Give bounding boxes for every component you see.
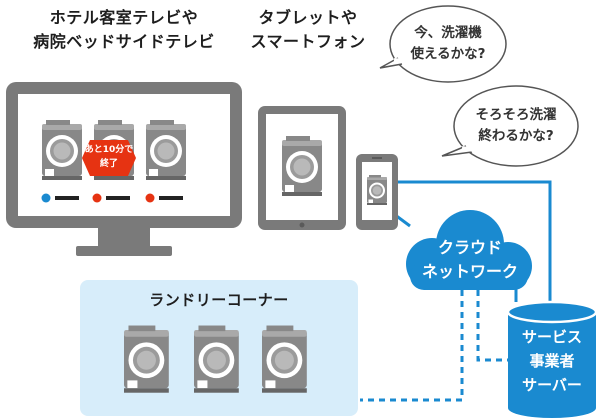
laundry-corner-label: ランドリーコーナー (149, 291, 289, 309)
laundry-washer-2 (194, 325, 239, 393)
cloud-to-laundry-dashed-line (360, 290, 464, 402)
cloud-to-server-dashed-line (476, 290, 516, 362)
dashed-lines (360, 290, 516, 402)
hotel-tv-label-line2: 病院ベッドサイドテレビ (33, 32, 215, 51)
remaining-time-badge (82, 140, 136, 176)
laundry-washer-3 (262, 325, 307, 393)
tv-washer-1 (42, 120, 82, 180)
cloud-label-line1: クラウド (437, 238, 502, 257)
server-label-line1: サービス (521, 328, 582, 346)
cloud-shape (406, 210, 532, 290)
bubble-finish-line1: そろそろ洗濯 (475, 107, 557, 123)
server-label-line3: サーバー (522, 376, 582, 394)
hotel-tv-label-line1: ホテル客室テレビや (49, 8, 199, 27)
bubble-now-text: 今、洗濯機 使えるかな? (396, 23, 500, 65)
tablet-label: タブレットや スマートフォン (246, 6, 370, 54)
tablet-label-line2: スマートフォン (250, 32, 366, 51)
server-cylinder (506, 300, 598, 418)
bubble-now-line1: 今、洗濯機 (414, 25, 482, 41)
tablet-label-line1: タブレットや (258, 8, 358, 27)
tablet-to-server-line (397, 180, 552, 302)
hotel-tv-label: ホテル客室テレビや 病院ベッドサイドテレビ (2, 6, 246, 54)
badge-line1: あと10分で (84, 145, 134, 155)
cloud-label-line2: ネットワーク (421, 262, 518, 281)
cloud-label: クラウド ネットワーク (412, 236, 528, 284)
speech-bubble-now (379, 5, 507, 83)
status-dot-in-use (92, 193, 102, 203)
laundry-washer-1 (124, 325, 169, 393)
status-dot-in-use (145, 193, 155, 203)
speech-bubble-finish (441, 85, 579, 167)
smartphone-washer (367, 175, 387, 205)
badge-line2: 終了 (99, 159, 118, 169)
status-dot-available (41, 193, 51, 203)
tablet-washer (282, 136, 322, 196)
remaining-time-badge-text: あと10分で 終了 (82, 143, 136, 171)
tv-washer-3 (146, 120, 186, 180)
tv-status-row (41, 193, 183, 203)
bubble-finish-text: そろそろ洗濯 終わるかな? (460, 105, 572, 147)
server-label-line2: 事業者 (529, 352, 575, 370)
server-label: サービス 事業者 サーバー (508, 325, 596, 397)
bubble-now-line2: 使えるかな? (410, 46, 486, 62)
bubble-finish-line2: 終わるかな? (478, 128, 554, 144)
